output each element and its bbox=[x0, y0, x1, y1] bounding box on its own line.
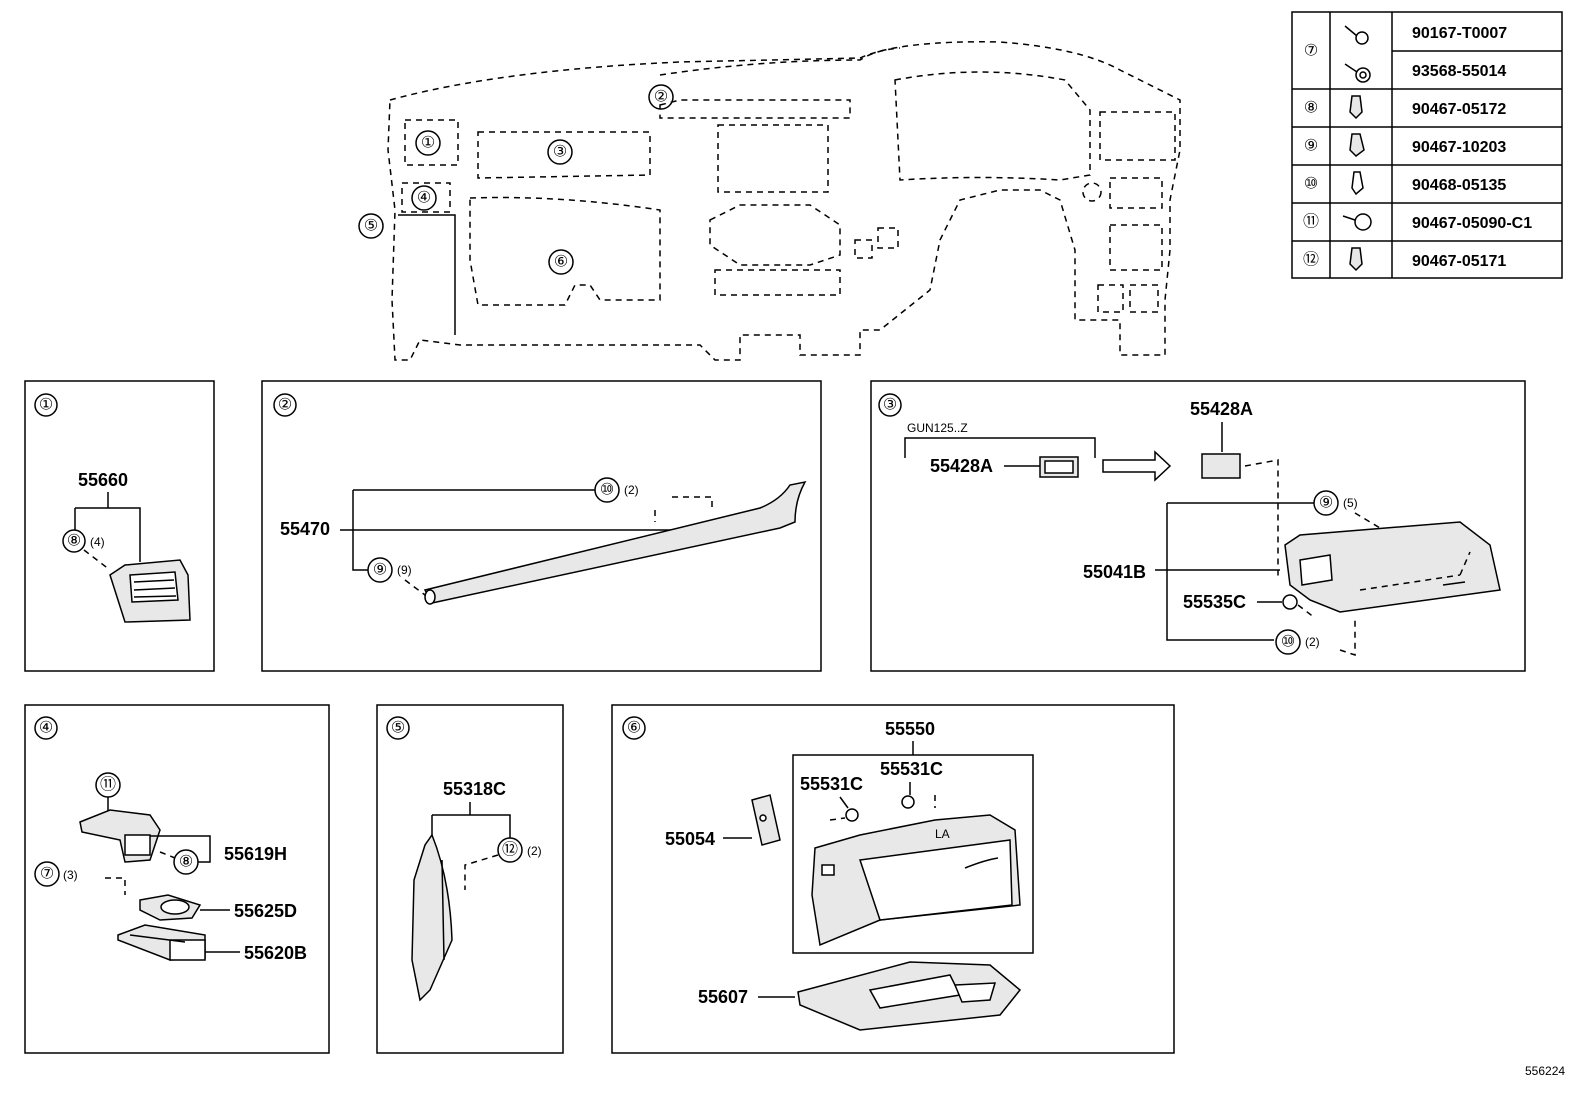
part-55620B: 55620B bbox=[244, 943, 307, 963]
table-part-90167: 90167-T0007 bbox=[1412, 25, 1507, 42]
clip-9-ref-p3: ⑨ bbox=[1319, 495, 1333, 512]
clip-icon bbox=[1349, 95, 1363, 120]
dashboard-overview: ① ② ③ ④ ⑤ ⑥ bbox=[358, 41, 1181, 361]
clip-icon bbox=[1349, 247, 1363, 272]
table-ref-12: ⑫ bbox=[1303, 251, 1319, 269]
blank-cover-icon bbox=[1201, 453, 1241, 479]
rivet-icon bbox=[1342, 213, 1372, 231]
fastener-table: ⑦ 90167-T0007 93568-55014 ⑧ 90467-05172 … bbox=[1291, 11, 1563, 279]
part-55428A-left: 55428A bbox=[930, 456, 993, 476]
panel-2: ② ⑩ (2) 55470 ⑨ (9) bbox=[261, 380, 822, 672]
overview-callout-5: ⑤ bbox=[364, 218, 378, 235]
arrow-right-icon bbox=[1102, 450, 1172, 482]
variant-code: GUN125..Z bbox=[907, 421, 968, 435]
table-part-90467-10203: 90467-10203 bbox=[1412, 139, 1506, 156]
part-55054: 55054 bbox=[665, 829, 715, 849]
table-ref-8: ⑧ bbox=[1304, 100, 1318, 117]
clip-12-qty: (2) bbox=[527, 844, 542, 858]
part-55428A-right: 55428A bbox=[1190, 399, 1253, 419]
part-55531C-lower: 55531C bbox=[800, 774, 863, 794]
table-ref-7: ⑦ bbox=[1304, 43, 1318, 60]
table-ref-9: ⑨ bbox=[1304, 138, 1318, 155]
panel-1-number: ① bbox=[39, 397, 53, 414]
panel-1: ① 55660 ⑧ (4) bbox=[24, 380, 215, 672]
drawing-number: 556224 bbox=[1525, 1064, 1565, 1078]
part-55470: 55470 bbox=[280, 519, 330, 539]
table-part-90467-05171: 90467-05171 bbox=[1412, 253, 1506, 270]
panel-4: ④ ⑪ 55619H ⑧ ⑦ (3) 55625D 55620B bbox=[24, 704, 330, 1054]
overview-callout-3: ③ bbox=[553, 144, 567, 161]
clip-10-ref-p3: ⑩ bbox=[1281, 634, 1295, 651]
clip-9-qty: (9) bbox=[397, 563, 412, 577]
clip-11-ref: ⑪ bbox=[100, 776, 116, 794]
part-55550: 55550 bbox=[885, 719, 935, 739]
table-part-90468-05135: 90468-05135 bbox=[1412, 177, 1506, 194]
table-part-90467-05090-C1: 90467-05090-C1 bbox=[1412, 215, 1532, 232]
clip-7-qty: (3) bbox=[63, 868, 78, 882]
overview-callout-2: ② bbox=[654, 89, 668, 106]
table-part-90467-05172: 90467-05172 bbox=[1412, 101, 1506, 118]
screw-icon bbox=[1344, 25, 1369, 45]
panel-6-number: ⑥ bbox=[627, 720, 641, 737]
garnish-strip-icon bbox=[423, 480, 807, 605]
part-55660: 55660 bbox=[78, 470, 128, 490]
part-55607: 55607 bbox=[698, 987, 748, 1007]
cup-holder-insert-icon bbox=[139, 894, 202, 921]
clip-10-qty-p3: (2) bbox=[1305, 635, 1320, 649]
switch-icon bbox=[1039, 456, 1079, 478]
table-part-93568: 93568-55014 bbox=[1412, 63, 1506, 80]
panel-2-number: ② bbox=[278, 397, 292, 414]
clip-12-ref: ⑫ bbox=[502, 841, 518, 859]
table-ref-11: ⑪ bbox=[1303, 213, 1319, 231]
overview-callout-1: ① bbox=[421, 135, 435, 152]
lower-tray-icon bbox=[797, 961, 1022, 1031]
clip-icon bbox=[1349, 133, 1365, 157]
clip-8-qty: (4) bbox=[90, 535, 105, 549]
part-55535C: 55535C bbox=[1183, 592, 1246, 612]
bracket-icon bbox=[79, 809, 161, 863]
part-55531C-upper: 55531C bbox=[880, 759, 943, 779]
side-vent-icon bbox=[109, 559, 191, 623]
clip-8-ref: ⑧ bbox=[67, 533, 81, 550]
part-55619H: 55619H bbox=[224, 844, 287, 864]
panel-5-number: ⑤ bbox=[391, 720, 405, 737]
panel-4-number: ④ bbox=[39, 720, 53, 737]
tray-icon bbox=[117, 924, 206, 961]
pin-icon bbox=[1282, 594, 1298, 610]
table-ref-10: ⑩ bbox=[1304, 176, 1318, 193]
clip-9-ref: ⑨ bbox=[373, 562, 387, 579]
screw-washer-icon bbox=[1344, 63, 1371, 83]
overview-callout-4: ④ bbox=[417, 190, 431, 207]
clip-10-ref: ⑩ bbox=[600, 482, 614, 499]
panel-6: ⑥ 55550 55531C 55531C LA 55054 55607 bbox=[611, 704, 1175, 1054]
clip-10-qty: (2) bbox=[624, 483, 639, 497]
panel-3-number: ③ bbox=[883, 397, 897, 414]
panel-5: ⑤ 55318C ⑫ (2) bbox=[376, 704, 564, 1054]
clip-icon bbox=[1351, 171, 1364, 196]
clip-7-ref: ⑦ bbox=[40, 866, 54, 883]
part-55041B: 55041B bbox=[1083, 562, 1146, 582]
bumper-icon bbox=[845, 795, 915, 822]
panel-3: ③ GUN125..Z 55428A 55428A ⑨ (5) 55041B 5… bbox=[870, 380, 1526, 672]
part-55318C: 55318C bbox=[443, 779, 506, 799]
clip-9-qty-p3: (5) bbox=[1343, 496, 1358, 510]
part-55625D: 55625D bbox=[234, 901, 297, 921]
clip-8-ref-p4: ⑧ bbox=[179, 854, 193, 871]
overview-callout-6: ⑥ bbox=[554, 254, 568, 271]
damper-icon bbox=[751, 794, 781, 846]
lower-panel-icon bbox=[1284, 521, 1501, 613]
mark-LA: LA bbox=[935, 827, 950, 841]
side-panel-icon bbox=[411, 833, 453, 1002]
glove-box-icon bbox=[811, 814, 1021, 947]
